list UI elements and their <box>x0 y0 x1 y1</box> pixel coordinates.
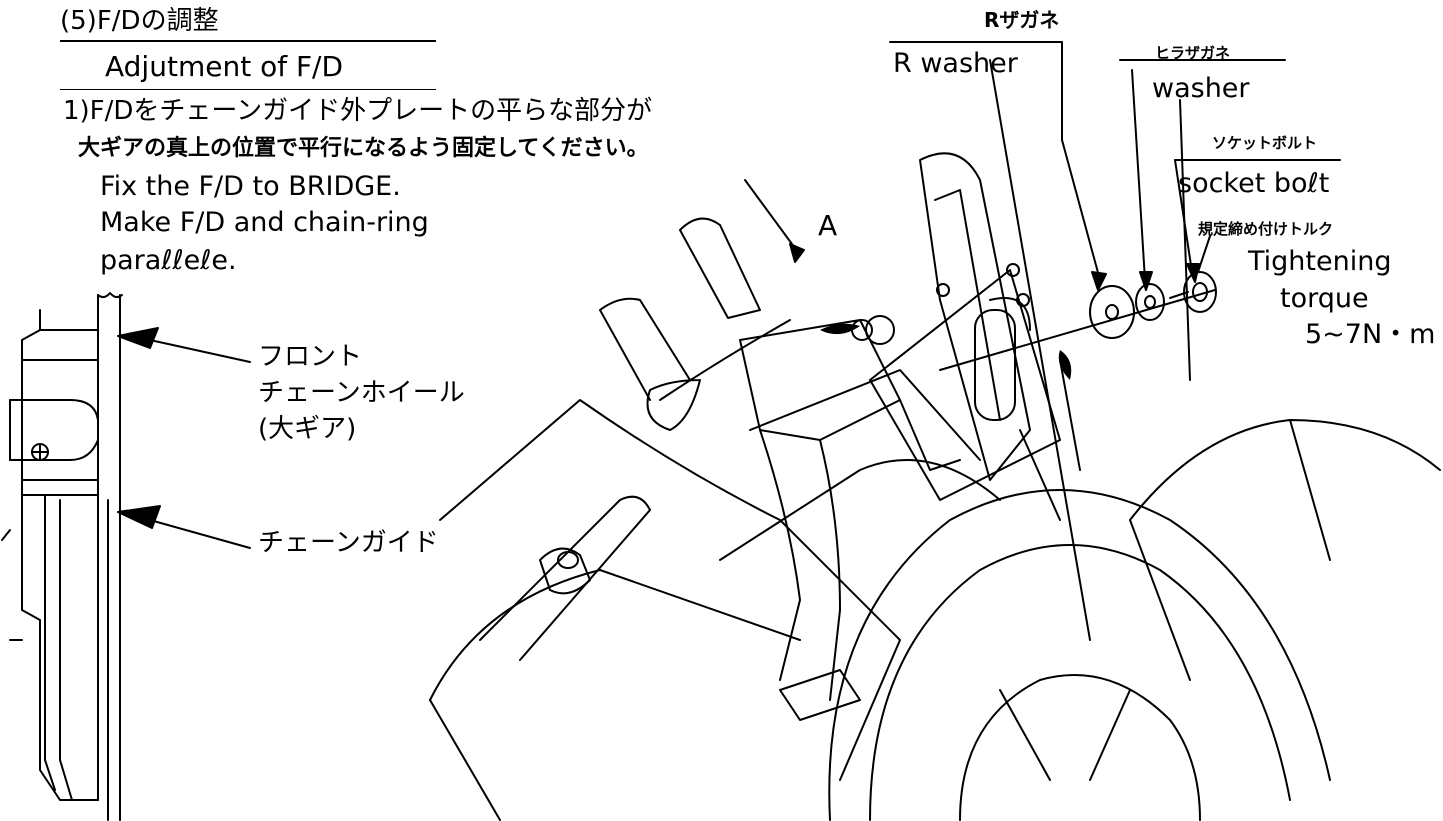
step1-en-line2: Make F/D and chain-ring <box>100 207 429 238</box>
step1-jp-line1: 1)F/Dをチェーンガイド外プレートの平らな部分が <box>63 96 653 126</box>
label-chain-guide: チェーンガイド <box>258 528 439 558</box>
socket-bolt-label: socket boℓt <box>1178 168 1330 199</box>
step1-en-line1: Fix the F/D to BRIDGE. <box>100 171 401 202</box>
label-big-gear: (大ギア) <box>258 414 357 444</box>
r-washer-jp: Rザガネ <box>984 8 1060 32</box>
washer-label: washer <box>1152 73 1250 104</box>
view-arrow-label: A <box>818 209 838 242</box>
r-washer-label: R washer <box>893 48 1018 79</box>
left-section-diagram <box>1 292 123 821</box>
step1-en-line3: paraℓℓeℓe. <box>100 245 237 276</box>
torque-value: 5~7N・m <box>1305 319 1436 350</box>
subtitle: Adjutment of F/D <box>105 50 344 83</box>
torque-label-2: torque <box>1280 283 1369 314</box>
socket-bolt-jp: ソケットボルト <box>1212 134 1318 152</box>
torque-label-1: Tightening <box>1248 246 1392 277</box>
washer-jp: ヒラザガネ <box>1155 44 1231 62</box>
label-front: フロント <box>258 342 363 372</box>
subtitle-underline <box>60 89 436 90</box>
torque-jp: 規定締め付けトルク <box>1198 220 1334 238</box>
section-title: (5)F/Dの調整 <box>60 6 219 36</box>
label-chainwheel: チェーンホイール <box>258 378 465 408</box>
title-underline <box>60 40 436 42</box>
step1-jp-line2: 大ギアの真上の位置で平行になるよう固定してください。 <box>78 136 649 161</box>
